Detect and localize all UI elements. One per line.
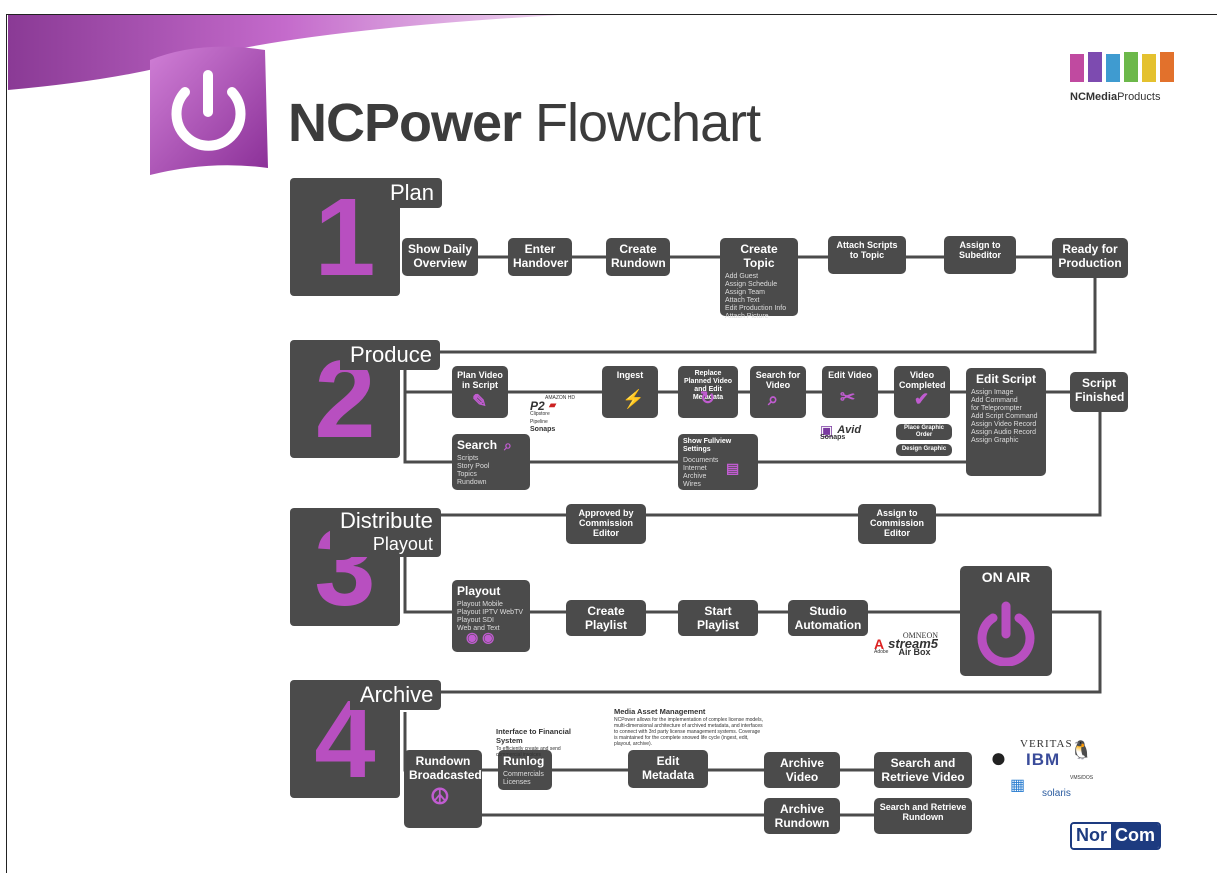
refresh-icon: ↻ [700,388,716,408]
stage-4-label: Archive [350,680,442,710]
assign-commission-box[interactable]: Assign to Commission Editor [858,504,936,544]
edit-video-box[interactable]: Edit Video✂ [822,366,878,418]
approved-commission-box[interactable]: Approved by Commission Editor [566,504,646,544]
place-graphic-box[interactable]: Place Graphic Order [896,424,952,440]
stage-1-label: Plan [380,178,443,208]
ncmedia-logo-left: NCMedia [1070,91,1118,103]
search-retrieve-video-box[interactable]: Search and Retrieve Video [874,752,972,788]
create-playlist-box[interactable]: Create Playlist [566,600,646,636]
plan-video-box[interactable]: Plan Video in Script✎ [452,366,508,418]
vendor-logos-produce-right: ▣Avid Sonaps [820,422,862,441]
design-graphic-box[interactable]: Design Graphic [896,444,952,456]
premiere-icon: ▣ [820,422,834,438]
archive-rundown-box[interactable]: Archive Rundown [764,798,840,834]
signal-icon: ⚡ [622,389,645,409]
pen-icon: ✎ [472,391,488,411]
ready-for-production-box[interactable]: Ready for Production [1052,238,1128,278]
display-icon: ▤ [726,460,740,476]
power-icon [171,70,246,151]
edit-metadata-box[interactable]: Edit Metadata [628,750,708,788]
search-icon: ⌕ [504,437,512,453]
create-rundown-box[interactable]: Create Rundown [606,238,670,276]
check-icon: ✔ [914,389,930,409]
stage-1-number: 1 [290,176,400,299]
ingest-box[interactable]: Ingest⚡ [602,366,658,418]
studio-automation-box[interactable]: Studio Automation [788,600,868,636]
pdf-icon: ▰ [548,400,557,411]
rss-icon: ◉ ◉ [466,629,495,645]
norcom-logo: Nor Com [1070,822,1161,850]
norcom-logo-left: Nor [1072,824,1111,848]
linux-icon: 🐧 [1070,740,1093,760]
apple-icon: ● [990,742,1007,773]
archive-video-box[interactable]: Archive Video [764,752,840,788]
rundown-broadcasted-box[interactable]: Rundown Broadcasted ☮ [404,750,482,828]
windows-icon: ▦ [1010,777,1026,794]
vendor-logos-produce-left: AMAZON HD P2▰ Clipstore Pipeline Sonaps [530,395,575,433]
enter-handover-box[interactable]: Enter Handover [508,238,572,276]
start-playlist-box[interactable]: Start Playlist [678,600,758,636]
page-frame [6,14,1217,873]
on-air-box[interactable]: ON AIR [960,566,1052,676]
magnifier-icon: ⌕ [768,389,779,409]
header-swoosh [8,15,560,90]
search-video-box[interactable]: Search for Video⌕ [750,366,806,418]
ncmedia-logo-right: Products [1117,91,1161,103]
ncmedia-logo: NCMediaProducts [1070,50,1178,103]
video-completed-box[interactable]: Video Completed✔ [894,366,950,418]
stage-2-label: Produce [340,340,440,370]
attach-scripts-box[interactable]: Attach Scripts to Topic [828,236,906,274]
stage-4-number: 4 [290,678,400,801]
on-air-power-icon [977,601,1035,666]
stage-3-sublabel: Playout [372,534,433,554]
steering-icon: ☮ [430,784,450,809]
scissors-icon: ✂ [840,387,856,407]
ncmedia-logo-icon [1070,52,1174,82]
page-title: NCPower Flowchart [288,93,761,153]
assign-subeditor-box[interactable]: Assign to Subeditor [944,236,1016,274]
script-finished-box[interactable]: Script Finished [1070,372,1128,412]
search-retrieve-rundown-box[interactable]: Search and Retrieve Rundown [874,798,972,834]
vendor-logos-archive: VERITAS ● IBM 🐧 VMS/DOS ▦ solaris [990,738,1094,799]
norcom-logo-right: Com [1111,824,1159,848]
replace-planned-box[interactable]: Replace Planned Video and Edit Metadata↻ [678,366,738,418]
show-daily-overview-box[interactable]: Show Daily Overview [402,238,478,276]
adobe-icon: A [874,636,885,652]
